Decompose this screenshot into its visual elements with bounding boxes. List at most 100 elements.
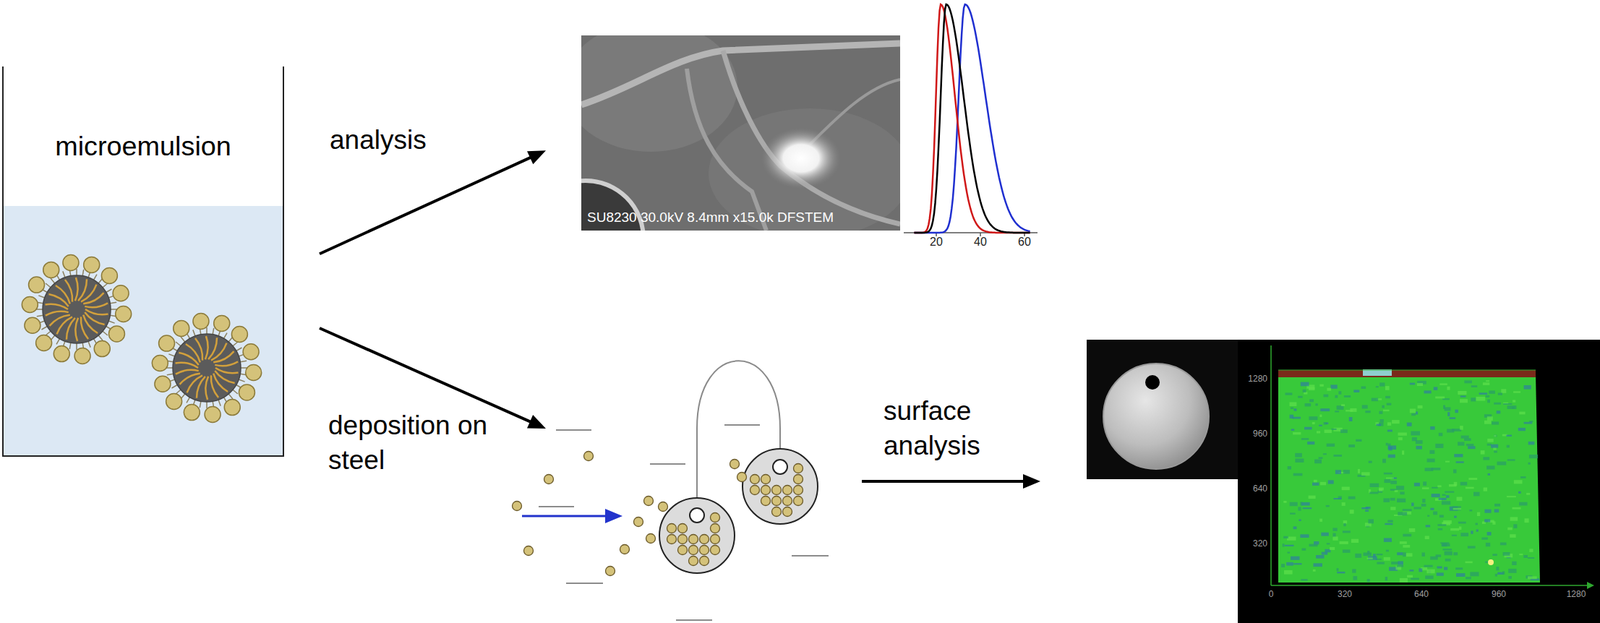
texture: [1447, 412, 1450, 417]
micelle-strand: [175, 370, 199, 375]
texture: [1424, 565, 1433, 568]
texture: [1283, 501, 1287, 504]
texture: [1475, 396, 1486, 402]
texture: [1507, 527, 1513, 531]
texture: [1294, 408, 1298, 411]
surfactant-head: [183, 404, 200, 421]
flow-line: [791, 555, 829, 557]
texture: [1498, 393, 1503, 396]
texture: [1375, 386, 1379, 388]
texture: [1388, 445, 1397, 450]
surfactant-head: [238, 384, 255, 401]
surfactant-head: [159, 335, 175, 352]
surfactant-head: [74, 347, 91, 364]
texture: [1443, 405, 1446, 410]
texture: [1353, 389, 1360, 393]
surfactant-tail: [88, 341, 91, 348]
texture: [1321, 552, 1329, 556]
texture: [1482, 456, 1490, 460]
surfactant-tail: [106, 289, 113, 293]
surfactant-tail: [168, 354, 175, 357]
label-holder: 40: [973, 235, 987, 249]
texture: [1417, 405, 1423, 409]
step-label: deposition on steel: [328, 408, 502, 478]
texture: [1315, 555, 1324, 559]
texture: [1524, 385, 1532, 390]
texture: [1396, 552, 1403, 556]
micelle-strand: [211, 343, 227, 361]
texture: [1476, 529, 1479, 533]
texture: [1319, 415, 1322, 418]
surfactant-head: [93, 341, 110, 358]
texture: [1339, 541, 1349, 545]
texture: [1352, 569, 1356, 573]
texture: [1365, 510, 1369, 513]
texture: [1467, 545, 1476, 549]
texture: [1320, 532, 1329, 537]
texture: [1449, 417, 1457, 420]
texture: [1422, 553, 1426, 557]
texture: [1323, 453, 1327, 455]
size-curve: [914, 4, 1031, 233]
texture: [1455, 567, 1463, 570]
texture: [1422, 481, 1427, 486]
texture: [1446, 495, 1450, 499]
micelle-strand: [66, 318, 76, 340]
surfactant-tail: [232, 341, 238, 347]
texture: [1336, 571, 1345, 575]
texture: [1431, 467, 1441, 471]
texture: [1367, 550, 1370, 555]
particle: [783, 496, 793, 507]
micelle-strand: [214, 361, 238, 366]
texture: [1487, 399, 1491, 404]
texture: [1466, 443, 1475, 447]
texture: [1367, 519, 1374, 524]
texture: [1325, 505, 1330, 508]
texture: [1494, 509, 1500, 514]
texture: [1333, 454, 1343, 457]
surfactant-head: [173, 320, 190, 337]
particle: [783, 485, 793, 496]
texture: [1506, 495, 1517, 498]
micelle-strand: [85, 309, 109, 315]
texture: [1348, 496, 1356, 500]
texture: [1299, 534, 1309, 538]
texture: [1312, 482, 1319, 486]
texture: [1484, 519, 1491, 523]
texture: [1437, 566, 1443, 570]
texture: [1453, 508, 1462, 511]
surfactant-head: [101, 267, 118, 284]
texture: [1506, 435, 1512, 437]
surfactant-tail: [172, 385, 178, 389]
texture: [1487, 559, 1494, 566]
surfactant-tail: [175, 341, 181, 347]
texture: [1287, 466, 1292, 470]
texture: [1367, 558, 1373, 560]
axis-tick: 20: [929, 235, 943, 249]
texture: [1323, 394, 1329, 398]
surfactant-tail: [102, 283, 108, 288]
micelle-strand: [187, 375, 203, 393]
texture: [1384, 523, 1393, 526]
texture: [1398, 561, 1404, 565]
axis-tick: 640: [1414, 589, 1429, 601]
particle: [699, 535, 710, 545]
texture: [1290, 556, 1300, 561]
surface-texture: [1281, 380, 1540, 583]
texture: [1391, 420, 1400, 424]
texture: [1473, 492, 1480, 497]
texture: [1451, 535, 1457, 537]
texture: [1456, 573, 1465, 577]
texture: [1429, 450, 1435, 455]
texture: [1460, 395, 1467, 397]
axis-tick: 40: [973, 235, 987, 249]
beaker-outline: [2, 66, 284, 457]
texture: [1453, 454, 1463, 457]
texture: [1524, 422, 1533, 425]
texture: [1365, 410, 1371, 413]
texture: [1526, 493, 1530, 496]
texture: [1488, 390, 1496, 395]
texture: [1349, 417, 1353, 422]
texture: [1422, 487, 1430, 490]
texture: [1398, 433, 1407, 436]
